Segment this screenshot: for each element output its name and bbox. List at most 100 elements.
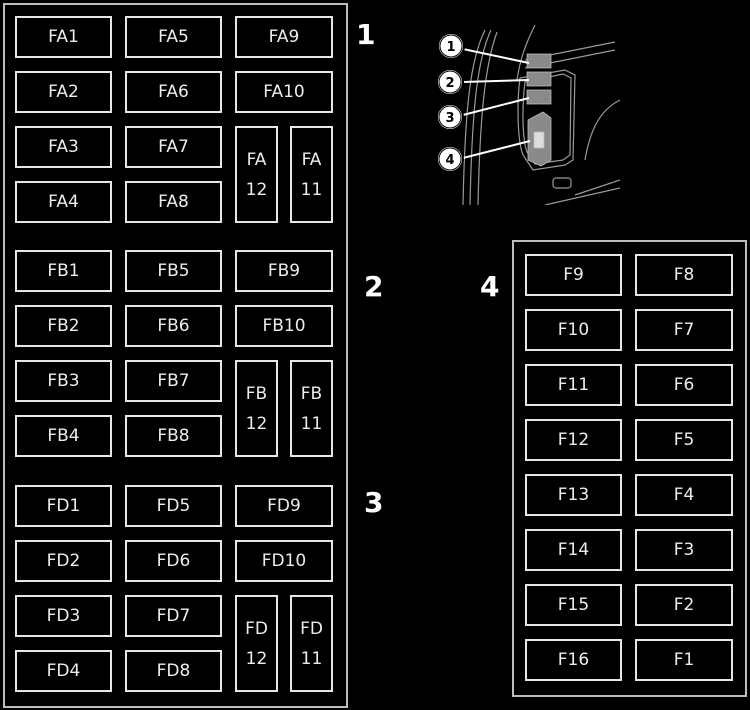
fuse-fa2[interactable]: FA2 — [15, 71, 112, 113]
fuse-label: FB5 — [157, 261, 190, 281]
fuse-panel-frame-right — [512, 240, 747, 697]
fuse-fa4[interactable]: FA4 — [15, 181, 112, 223]
fuse-fb2[interactable]: FB2 — [15, 305, 112, 347]
fuse-label: F2 — [673, 595, 695, 615]
callout-1: 1 — [437, 32, 465, 60]
fuse-label: FA5 — [158, 27, 189, 47]
fuse-label: F12 — [557, 430, 590, 450]
fuse-fd4[interactable]: FD4 — [15, 650, 112, 692]
fuse-label: F5 — [673, 430, 695, 450]
fuse-fa10[interactable]: FA10 — [235, 71, 333, 113]
fuse-f2[interactable]: F2 — [635, 584, 733, 626]
fuse-label: FD8 — [156, 661, 191, 681]
fuse-label: F10 — [557, 320, 590, 340]
fuse-fa3[interactable]: FA3 — [15, 126, 112, 168]
fuse-fa1[interactable]: FA1 — [15, 16, 112, 58]
fuse-label: FB1 — [47, 261, 80, 281]
fuse-label: F9 — [563, 265, 584, 285]
fuse-f7[interactable]: F7 — [635, 309, 733, 351]
fuse-fa9[interactable]: FA9 — [235, 16, 333, 58]
fuse-fb6[interactable]: FB6 — [125, 305, 222, 347]
section-label-1: 1 — [356, 18, 376, 51]
fuse-fb4[interactable]: FB4 — [15, 415, 112, 457]
fuse-label: FA7 — [158, 137, 189, 157]
fuse-fd3[interactable]: FD3 — [15, 595, 112, 637]
fuse-label: FD1 — [46, 496, 81, 516]
fuse-fb5[interactable]: FB5 — [125, 250, 222, 292]
fuse-label-line1: FD — [245, 618, 268, 639]
fuse-fd5[interactable]: FD5 — [125, 485, 222, 527]
fuse-fd8[interactable]: FD8 — [125, 650, 222, 692]
fuse-label-line2: 11 — [300, 179, 323, 200]
fuse-f15[interactable]: F15 — [525, 584, 622, 626]
fuse-label: FD3 — [46, 606, 81, 626]
fuse-fb8[interactable]: FB8 — [125, 415, 222, 457]
fuse-fb7[interactable]: FB7 — [125, 360, 222, 402]
fuse-label-line2: 11 — [300, 648, 323, 669]
fuse-label-line1: FB — [245, 383, 268, 404]
fuse-f4[interactable]: F4 — [635, 474, 733, 516]
fuse-fa6[interactable]: FA6 — [125, 71, 222, 113]
fuse-f10[interactable]: F10 — [525, 309, 622, 351]
fuse-fb11[interactable]: FB 11 — [290, 360, 333, 457]
fuse-label-line2: 11 — [300, 413, 323, 434]
section-label-4: 4 — [480, 270, 500, 303]
fuse-fa7[interactable]: FA7 — [125, 126, 222, 168]
fuse-label: FA6 — [158, 82, 189, 102]
fuse-label: FA8 — [158, 192, 189, 212]
fuse-label: F15 — [557, 595, 590, 615]
fuse-f16[interactable]: F16 — [525, 639, 622, 681]
callout-3: 3 — [436, 103, 464, 131]
fuse-f12[interactable]: F12 — [525, 419, 622, 461]
fuse-fd10[interactable]: FD10 — [235, 540, 333, 582]
fuse-label: F1 — [673, 650, 695, 670]
fuse-label: FB2 — [47, 316, 80, 336]
fuse-label: F6 — [673, 375, 695, 395]
fuse-fd9[interactable]: FD9 — [235, 485, 333, 527]
fuse-label: F8 — [673, 265, 695, 285]
fuse-label: F16 — [557, 650, 590, 670]
fuse-f6[interactable]: F6 — [635, 364, 733, 406]
fuse-label: F11 — [557, 375, 590, 395]
fuse-label: F4 — [673, 485, 695, 505]
fuse-f3[interactable]: F3 — [635, 529, 733, 571]
fuse-f14[interactable]: F14 — [525, 529, 622, 571]
fuse-fa8[interactable]: FA8 — [125, 181, 222, 223]
section-label-3: 3 — [364, 486, 384, 519]
fuse-fb1[interactable]: FB1 — [15, 250, 112, 292]
fuse-fa5[interactable]: FA5 — [125, 16, 222, 58]
callout-4-label: 4 — [445, 153, 454, 168]
fuse-fb10[interactable]: FB10 — [235, 305, 333, 347]
fuse-label: FB6 — [157, 316, 190, 336]
callout-leader-lines — [462, 48, 531, 159]
fuse-label: FB8 — [157, 426, 190, 446]
fuse-fb9[interactable]: FB9 — [235, 250, 333, 292]
fuse-label-line1: FA — [246, 149, 267, 170]
fuse-fd1[interactable]: FD1 — [15, 485, 112, 527]
fuse-box-location-illustration: 1 2 3 4 — [436, 24, 620, 205]
fuse-f13[interactable]: F13 — [525, 474, 622, 516]
fuse-label-line1: FB — [300, 383, 323, 404]
fuse-f11[interactable]: F11 — [525, 364, 622, 406]
fuse-label: FB9 — [267, 261, 301, 281]
fuse-label: FD10 — [261, 551, 307, 571]
fuse-label: FD6 — [156, 551, 191, 571]
fuse-fb3[interactable]: FB3 — [15, 360, 112, 402]
fuse-f1[interactable]: F1 — [635, 639, 733, 681]
fuse-label: F14 — [557, 540, 590, 560]
fuse-f9[interactable]: F9 — [525, 254, 622, 296]
fuse-f5[interactable]: F5 — [635, 419, 733, 461]
fuse-label: FA1 — [48, 27, 79, 47]
fuse-f8[interactable]: F8 — [635, 254, 733, 296]
fuse-panel-frame-left — [3, 3, 348, 708]
fuse-fd7[interactable]: FD7 — [125, 595, 222, 637]
fuse-fd6[interactable]: FD6 — [125, 540, 222, 582]
fuse-fd2[interactable]: FD2 — [15, 540, 112, 582]
fuse-label: FB4 — [47, 426, 80, 446]
callout-1-label: 1 — [446, 40, 455, 55]
